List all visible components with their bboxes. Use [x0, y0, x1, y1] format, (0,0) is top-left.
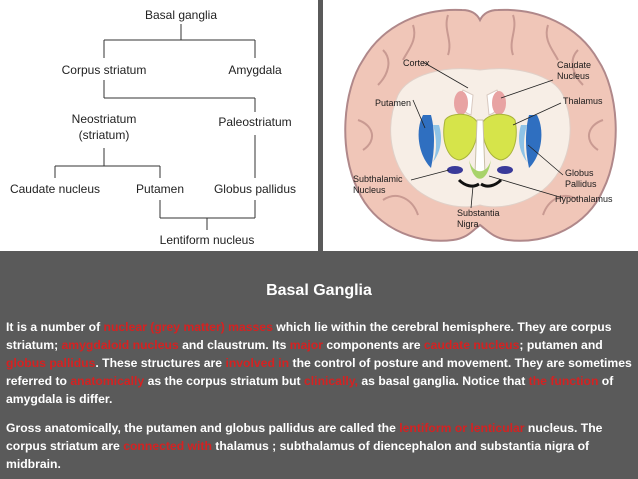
label-cortex: Cortex	[403, 58, 430, 68]
tree-caudate-nucleus: Caudate nucleus	[10, 182, 100, 196]
slide-title: Basal Ganglia	[266, 282, 372, 299]
label-substantia-2: Nigra	[457, 219, 479, 229]
paragraph-2: Gross anatomically, the putamen and glob…	[6, 421, 603, 471]
brain-coronal-section-illustration: Cortex Caudate Nucleus Thalamus Putamen …	[323, 0, 638, 251]
label-subthalamic-2: Nucleus	[353, 185, 386, 195]
highlight-anatomically: anatomically	[70, 374, 145, 388]
highlight-caudate: caudate nucleus	[423, 338, 520, 352]
paragraph-1: It is a number of nuclear (grey matter) …	[6, 320, 632, 406]
tree-root: Basal ganglia	[145, 8, 217, 22]
label-putamen: Putamen	[375, 98, 411, 108]
tree-putamen: Putamen	[136, 182, 184, 196]
label-hypothalamus: Hypothalamus	[555, 194, 613, 204]
highlight-involved: involved in	[225, 356, 290, 370]
highlight-function: the function	[528, 374, 599, 388]
highlight-lentiform: lentiform or lenticular	[399, 421, 525, 435]
tree-globus-pallidus: Globus pallidus	[214, 182, 296, 196]
tree-neostriatum: Neostriatum	[72, 112, 137, 126]
tree-corpus-striatum: Corpus striatum	[62, 63, 147, 77]
tree-striatum: (striatum)	[79, 128, 130, 142]
highlight-globus: globus pallidus	[6, 356, 96, 370]
tree-amygdala: Amygdala	[228, 63, 282, 77]
label-substantia-1: Substantia	[457, 208, 500, 218]
label-caudate-2: Nucleus	[557, 71, 590, 81]
text-area: Basal Ganglia It is a number of nuclear …	[0, 258, 638, 479]
label-thalamus: Thalamus	[563, 96, 603, 106]
highlight-nuclear-masses: nuclear (grey matter) masses	[103, 320, 273, 334]
highlight-connected: connected with	[123, 439, 212, 453]
tree-paleostriatum: Paleostriatum	[218, 115, 291, 129]
basal-ganglia-tree-diagram: Basal ganglia Corpus striatum Amygdala N…	[0, 0, 318, 251]
label-subthalamic-1: Subthalamic	[353, 174, 403, 184]
highlight-amygdaloid: amygdaloid nucleus	[61, 338, 179, 352]
label-globus-1: Globus	[565, 168, 594, 178]
highlight-clinically: clinically,	[304, 374, 358, 388]
highlight-major: major	[289, 338, 323, 352]
label-caudate-1: Caudate	[557, 60, 591, 70]
label-globus-2: Pallidus	[565, 179, 597, 189]
tree-lentiform-nucleus: Lentiform nucleus	[160, 233, 255, 247]
